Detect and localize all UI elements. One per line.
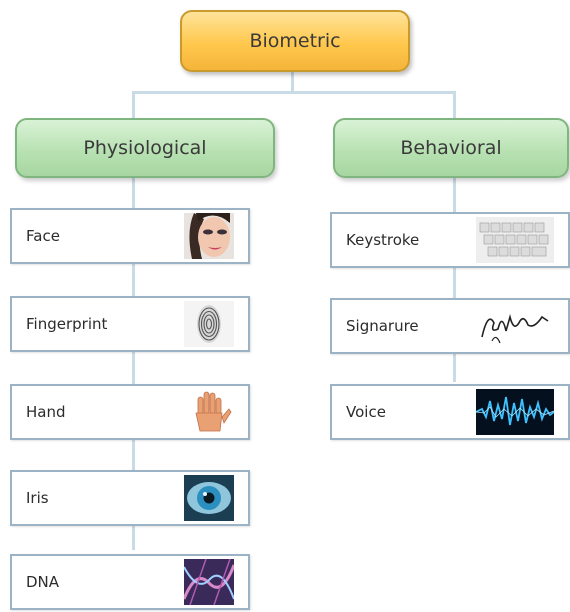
- leaf-label-voice: Voice: [346, 403, 386, 421]
- keyboard-icon: [476, 217, 554, 263]
- connector-to-physiological: [132, 91, 135, 119]
- iris-icon: [184, 475, 234, 521]
- leaf-iris: Iris: [10, 470, 250, 526]
- leaf-dna: DNA: [10, 554, 250, 610]
- leaf-face: Face: [10, 208, 250, 264]
- category-label-behavioral: Behavioral: [400, 137, 501, 159]
- leaf-voice: Voice: [330, 384, 570, 440]
- leaf-label-dna: DNA: [26, 573, 59, 591]
- category-label-physiological: Physiological: [83, 137, 206, 159]
- leaf-hand: Hand: [10, 384, 250, 440]
- voice-waveform-icon: [476, 389, 554, 435]
- leaf-fingerprint: Fingerprint: [10, 296, 250, 352]
- leaf-label-keystroke: Keystroke: [346, 231, 419, 249]
- leaf-signature: Signarure: [330, 298, 570, 354]
- root-node-biometric: Biometric: [180, 10, 410, 72]
- face-icon: [184, 213, 234, 259]
- signature-icon: [476, 303, 554, 349]
- leaf-keystroke: Keystroke: [330, 212, 570, 268]
- dna-icon: [184, 559, 234, 605]
- fingerprint-icon: [184, 301, 234, 347]
- hand-icon: [184, 389, 234, 435]
- leaf-label-iris: Iris: [26, 489, 49, 507]
- category-behavioral: Behavioral: [333, 118, 569, 178]
- connector-to-behavioral: [453, 91, 456, 119]
- leaf-label-hand: Hand: [26, 403, 66, 421]
- root-label: Biometric: [249, 30, 340, 52]
- leaf-label-fingerprint: Fingerprint: [26, 315, 107, 333]
- category-physiological: Physiological: [15, 118, 275, 178]
- leaf-label-face: Face: [26, 227, 60, 245]
- connector-horizontal: [132, 91, 456, 94]
- leaf-label-signature: Signarure: [346, 317, 419, 335]
